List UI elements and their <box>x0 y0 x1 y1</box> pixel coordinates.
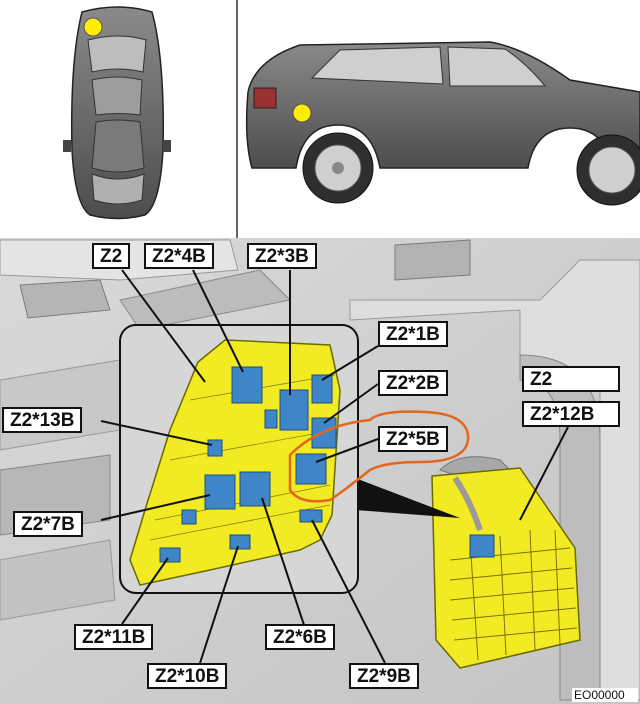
label-z2-6b: Z2*6B <box>265 624 335 650</box>
label-z2-11b: Z2*11B <box>74 624 154 650</box>
label-z2-12b: Z2*12B <box>522 401 620 427</box>
image-reference-code: EO00000 <box>572 688 638 702</box>
label-z2-2b: Z2*2B <box>378 370 448 396</box>
label-z2-3b: Z2*3B <box>247 243 317 269</box>
fuse-box-installed <box>431 467 581 669</box>
label-z2-7b: Z2*7B <box>13 511 83 537</box>
connector-z2-1b <box>311 374 333 404</box>
label-z2-5b: Z2*5B <box>378 426 448 452</box>
connector-z2-5b <box>295 453 327 485</box>
connector-z2-6b <box>239 471 271 507</box>
location-dot-side <box>292 103 312 123</box>
label-z2-13b: Z2*13B <box>2 407 83 433</box>
connector-z2-10b <box>229 534 251 550</box>
connector-z2-13b <box>207 439 223 457</box>
label-z2-10b: Z2*10B <box>147 663 228 689</box>
vehicle-top-view <box>63 6 171 220</box>
connector-z2-11b <box>159 547 181 563</box>
connector-z2-3b <box>279 389 309 431</box>
label-z2-right: Z2 <box>522 366 620 392</box>
zoom-wedge <box>355 478 460 518</box>
location-dot-top <box>83 17 103 37</box>
detail-inset <box>119 324 470 594</box>
label-z2-9b: Z2*9B <box>349 663 419 689</box>
connector-z2-9b <box>299 509 323 523</box>
connector-z2-7b <box>204 474 236 510</box>
connector-z2-4b <box>231 366 263 404</box>
connector-z2-12b <box>469 534 495 558</box>
connector-highlight-ring <box>288 410 470 503</box>
vehicle-side-view <box>245 41 640 206</box>
label-z2: Z2 <box>92 243 131 269</box>
label-z2-1b: Z2*1B <box>378 321 448 347</box>
label-z2-4b: Z2*4B <box>144 243 214 269</box>
leader-lines <box>100 269 569 664</box>
